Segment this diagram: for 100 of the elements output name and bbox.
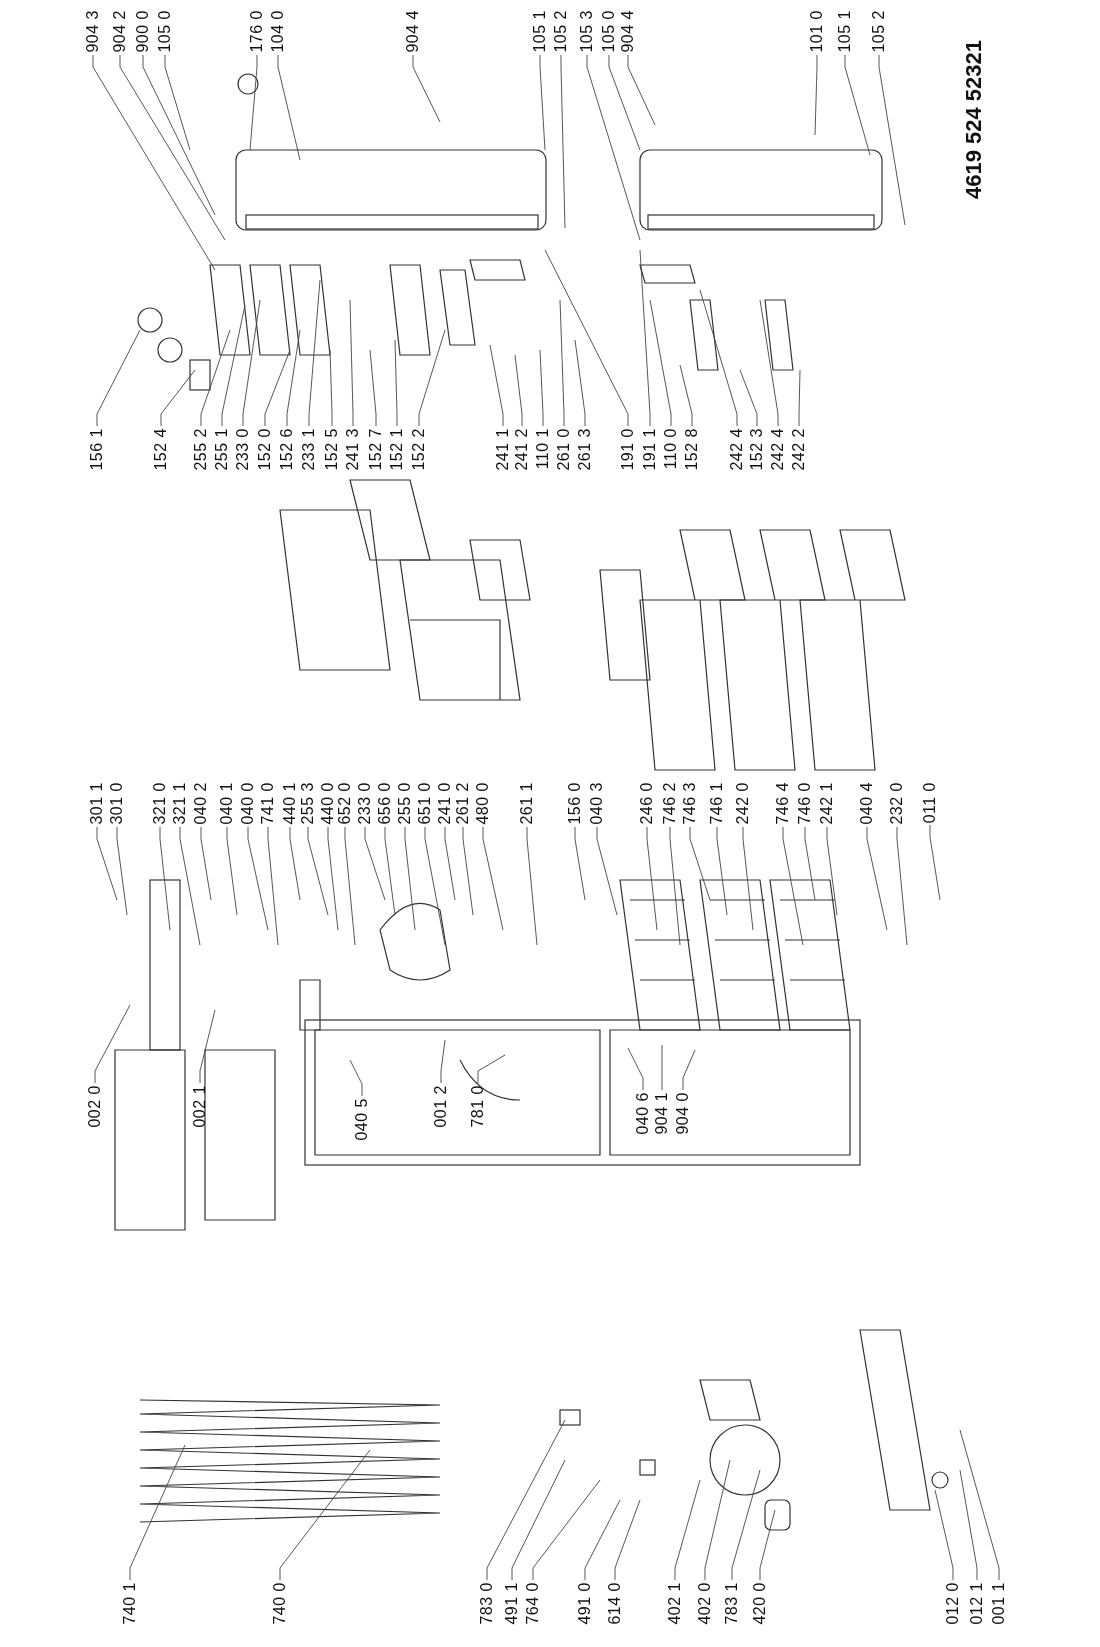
callout-number: 040 3 — [588, 782, 606, 825]
leader-line — [814, 54, 818, 136]
leader-line — [731, 1469, 761, 1581]
callout-number: 904 2 — [111, 10, 129, 53]
leader-line — [226, 826, 238, 916]
callout-number: 152 7 — [367, 428, 385, 471]
callout-number: 402 0 — [696, 1582, 714, 1625]
leader-line — [514, 354, 523, 427]
callout-number: 011 0 — [921, 782, 939, 824]
callout-number: 764 0 — [524, 1582, 542, 1625]
callout-number: 152 0 — [256, 428, 274, 471]
leader-line — [249, 54, 258, 151]
leader-line — [247, 826, 269, 931]
callout-number: 191 0 — [619, 428, 637, 471]
callout-number: 040 1 — [218, 782, 236, 825]
leader-line — [308, 279, 321, 427]
leader-line — [614, 1499, 641, 1581]
callout-number: 012 1 — [968, 1582, 986, 1625]
leader-line — [349, 1059, 363, 1097]
callout-number: 156 0 — [566, 782, 584, 825]
leader-line — [574, 339, 586, 427]
leader-line — [646, 826, 658, 931]
leader-line — [129, 1444, 186, 1581]
leader-line — [349, 299, 354, 427]
leader-line — [844, 54, 871, 156]
leader-line — [559, 299, 565, 427]
callout-number: 233 0 — [356, 782, 374, 825]
leader-line — [160, 369, 196, 427]
leader-line — [959, 1429, 1000, 1581]
callout-number: 242 1 — [818, 782, 836, 825]
leader-line — [511, 1459, 566, 1581]
callout-number: 191 1 — [641, 428, 659, 471]
leader-line — [424, 826, 446, 946]
leader-line — [486, 1419, 566, 1581]
leader-line — [699, 289, 738, 427]
leader-line — [934, 1489, 954, 1581]
callout-number: 104 0 — [269, 10, 287, 53]
leader-line — [96, 329, 141, 427]
leader-line — [94, 1004, 131, 1084]
leader-line — [596, 826, 618, 916]
callout-number: 040 0 — [239, 782, 257, 825]
leader-line — [682, 1049, 696, 1091]
leader-line — [608, 54, 641, 151]
leader-line — [307, 826, 329, 916]
leader-line — [329, 349, 333, 427]
callout-number: 002 0 — [86, 1085, 104, 1128]
callout-number: 740 0 — [271, 1582, 289, 1625]
callout-number: 040 4 — [858, 782, 876, 825]
leader-line — [164, 54, 191, 151]
callout-number: 440 0 — [319, 782, 337, 825]
leader-line — [584, 1499, 621, 1581]
callout-number: 301 0 — [108, 782, 126, 825]
leader-line — [412, 54, 441, 123]
part-number: 4619 524 52321 — [962, 40, 986, 200]
leader-line — [394, 339, 398, 427]
leader-line — [444, 826, 456, 901]
callout-number: 241 2 — [513, 428, 531, 471]
callout-number: 152 6 — [278, 428, 296, 471]
callout-number: 321 1 — [171, 782, 189, 825]
callout-number: 301 1 — [88, 782, 106, 825]
callout-number: 241 3 — [344, 428, 362, 471]
callout-number: 152 8 — [683, 428, 701, 471]
callout-number: 101 0 — [808, 10, 826, 53]
callout-number: 176 0 — [248, 10, 266, 53]
callout-number: 255 2 — [192, 428, 210, 471]
leader-line — [482, 826, 504, 931]
leader-line — [782, 826, 804, 946]
leader-line — [221, 304, 246, 427]
callout-number: 105 0 — [600, 10, 618, 53]
callout-number: 783 0 — [478, 1582, 496, 1625]
callout-number: 233 1 — [300, 428, 318, 471]
callout-number: 656 0 — [376, 782, 394, 825]
callout-number: 783 1 — [723, 1582, 741, 1625]
leader-line — [798, 369, 801, 427]
leader-line — [586, 54, 641, 241]
leader-line — [896, 826, 908, 946]
callout-number: 105 2 — [870, 10, 888, 53]
callout-number: 491 0 — [576, 1582, 594, 1625]
leader-line — [929, 824, 941, 901]
leader-line — [384, 826, 396, 916]
leader-line — [661, 1044, 663, 1091]
leader-line — [679, 364, 693, 427]
callout-number: 001 1 — [990, 1582, 1008, 1625]
callout-number: 242 4 — [769, 428, 787, 471]
leader-line — [159, 826, 171, 931]
callout-number: 040 6 — [634, 1092, 652, 1135]
callout-number: 156 1 — [88, 428, 106, 471]
leader-line — [179, 826, 201, 946]
leader-line — [532, 1479, 601, 1581]
callout-number: 110 1 — [534, 428, 552, 470]
leader-line — [462, 826, 474, 916]
leader-line — [649, 299, 672, 427]
leader-line — [627, 1047, 644, 1091]
callout-number: 321 0 — [151, 782, 169, 825]
callout-number: 900 0 — [134, 10, 152, 53]
callout-number: 105 3 — [578, 10, 596, 53]
leader-line — [199, 1009, 216, 1084]
callout-number: 261 0 — [555, 428, 573, 471]
callout-number: 241 1 — [494, 428, 512, 471]
leader-line — [560, 54, 566, 229]
